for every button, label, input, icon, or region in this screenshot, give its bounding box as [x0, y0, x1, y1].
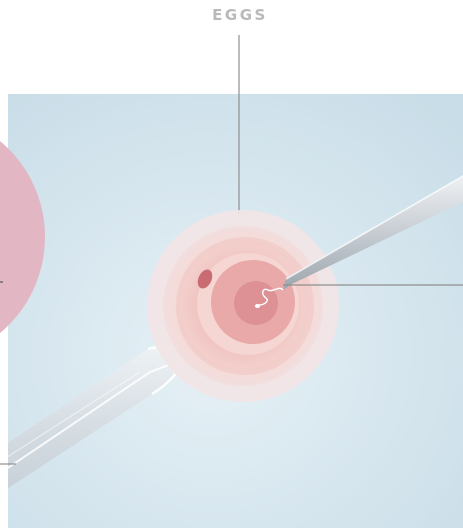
egg-cell: [147, 210, 339, 402]
